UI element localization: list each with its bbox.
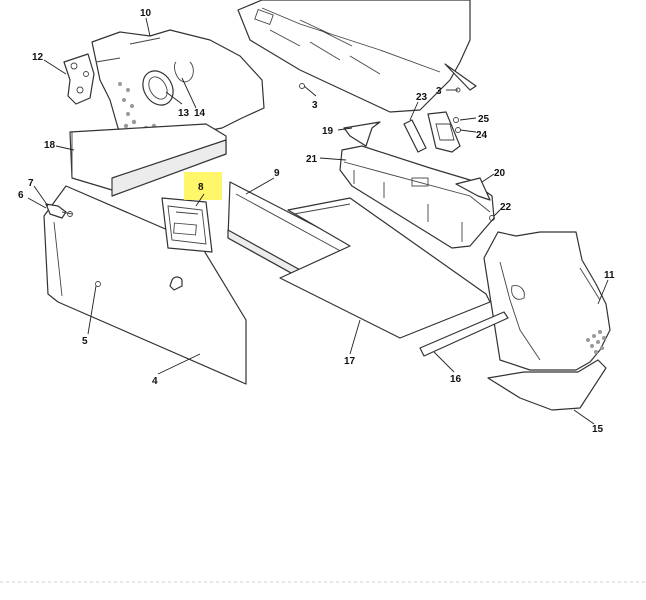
callout-6: 6 bbox=[18, 190, 24, 201]
callout-21: 21 bbox=[306, 154, 318, 165]
callout-5: 5 bbox=[82, 336, 88, 347]
load-floor bbox=[279, 197, 491, 339]
callout-15: 15 bbox=[592, 424, 604, 435]
callout-3-left: 3 bbox=[312, 100, 318, 111]
leader-lines bbox=[27, 17, 609, 425]
side-trim-panel bbox=[43, 185, 247, 385]
callout-9: 9 bbox=[274, 168, 280, 179]
callout-19: 19 bbox=[322, 126, 334, 137]
mounting-bracket bbox=[63, 53, 95, 105]
callout-labels: 10 12 13 14 18 7 6 8 9 5 4 3 3 23 25 24 … bbox=[18, 8, 615, 435]
floor-mat bbox=[487, 359, 607, 411]
callout-20: 20 bbox=[494, 168, 506, 179]
callout-7: 7 bbox=[28, 178, 34, 189]
callout-17: 17 bbox=[344, 356, 356, 367]
parcel-shelf bbox=[237, 0, 477, 113]
storage-bracket bbox=[161, 197, 213, 253]
callout-11: 11 bbox=[604, 270, 615, 281]
callout-23: 23 bbox=[416, 92, 428, 103]
callout-4: 4 bbox=[152, 376, 158, 387]
callout-3-right: 3 bbox=[436, 86, 442, 97]
storage-box bbox=[69, 123, 227, 197]
callout-18: 18 bbox=[44, 140, 56, 151]
callout-16: 16 bbox=[450, 374, 462, 385]
callout-25: 25 bbox=[478, 114, 490, 125]
callout-8: 8 bbox=[198, 182, 204, 193]
callout-12: 12 bbox=[32, 52, 44, 63]
callout-22: 22 bbox=[500, 202, 512, 213]
upper-quarter-trim bbox=[91, 29, 265, 141]
callout-10: 10 bbox=[140, 8, 152, 19]
sill-strip bbox=[419, 311, 509, 357]
callout-14: 14 bbox=[194, 108, 206, 119]
small-fixings bbox=[299, 83, 495, 221]
rear-closing-panel bbox=[339, 145, 495, 249]
callout-13: 13 bbox=[178, 108, 190, 119]
retaining-clip bbox=[45, 203, 73, 219]
callout-24: 24 bbox=[476, 130, 488, 141]
right-quarter-trim bbox=[483, 231, 611, 371]
